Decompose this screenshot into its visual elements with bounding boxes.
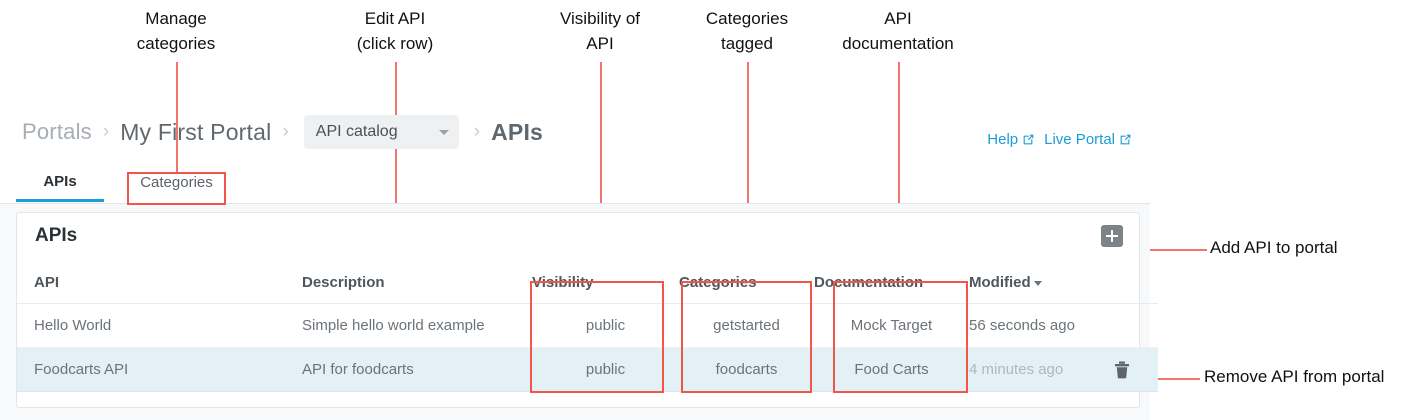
column-header-modified[interactable]: Modified [969,274,1158,304]
cell-modified: 4 minutes ago [969,347,1158,392]
top-links: Help Live Portal [987,131,1132,148]
column-header-categories[interactable]: Categories [679,274,814,304]
cell-categories: foodcarts [679,347,814,392]
tab-bar: APIs Categories [0,163,1150,204]
trash-icon[interactable] [1114,361,1130,379]
annotation-leader-line-visibility-of-api [600,62,602,280]
cell-modified-label: 4 minutes ago [969,361,1064,378]
annotation-leader-line-remove-api-from-portal [1118,378,1200,380]
annotation-label-visibility-of-api: Visibility of API [560,9,640,53]
tab-categories-label: Categories [140,174,213,191]
table-row[interactable]: Hello World Simple hello world example p… [17,303,1158,348]
annotation-leader-line-categories-tagged [747,62,749,280]
external-link-icon [1119,133,1132,146]
annotation-label-categories-tagged: Categories tagged [705,9,789,53]
breadcrumb-item-portals[interactable]: Portals [22,119,92,144]
cell-api: Hello World [17,303,302,348]
help-link-label: Help [987,131,1019,148]
cell-documentation: Food Carts [814,347,969,392]
live-portal-link[interactable]: Live Portal [1044,131,1132,148]
breadcrumb-item-apis: APIs [491,118,544,145]
sort-descending-icon [1033,280,1042,286]
api-catalog-select[interactable]: API catalog [303,115,459,149]
apis-table: API Description Visibility Categories Do… [17,274,1158,392]
cell-visibility: public [532,303,679,348]
column-header-api[interactable]: API [17,274,302,304]
cell-description: Simple hello world example [302,303,532,348]
cell-modified: 56 seconds ago [969,303,1158,348]
cell-modified-label: 56 seconds ago [969,317,1075,334]
tab-apis[interactable]: APIs [16,163,104,202]
cell-documentation: Mock Target [814,303,969,348]
breadcrumb: Portals › My First Portal › API catalog … [22,107,543,157]
table-row[interactable]: Foodcarts API API for foodcarts public f… [17,347,1158,392]
page-title: APIs [35,225,78,246]
live-portal-link-label: Live Portal [1044,131,1115,148]
column-header-description[interactable]: Description [302,274,532,304]
chevron-down-icon [438,129,449,135]
column-header-modified-label: Modified [969,274,1031,291]
annotation-leader-line-add-api-to-portal [1125,249,1207,251]
annotation-leader-line-api-documentation [898,62,900,280]
cell-api: Foodcarts API [17,347,302,392]
breadcrumb-separator: › [282,121,289,142]
add-api-button[interactable] [1101,225,1123,247]
external-link-icon [1022,133,1035,146]
cell-visibility: public [532,347,679,392]
column-header-visibility[interactable]: Visibility [532,274,679,304]
breadcrumb-separator: › [473,121,481,142]
portal-admin-app: Portals › My First Portal › API catalog … [0,105,1158,420]
annotation-label-remove-api-from-portal: Remove API from portal [1204,367,1385,386]
help-link[interactable]: Help [987,131,1035,148]
api-catalog-select-value: API catalog [315,123,398,140]
breadcrumb-row: Portals › My First Portal › API catalog … [0,105,1150,163]
cell-description: API for foodcarts [302,347,532,392]
table-header-row: API Description Visibility Categories Do… [17,274,1158,304]
annotation-label-manage-categories: Manage categories [136,9,216,53]
breadcrumb-separator: › [102,121,110,142]
tab-apis-label: APIs [43,172,77,190]
column-header-documentation[interactable]: Documentation [814,274,969,304]
apis-panel: APIs API Description Visibility Categori… [16,212,1158,408]
cell-categories: getstarted [679,303,814,348]
tab-categories[interactable]: Categories [129,163,224,202]
annotation-label-api-documentation: API documentation [842,9,954,53]
annotation-label-add-api-to-portal: Add API to portal [1210,238,1338,257]
annotation-leader-line-manage-categories [176,62,178,174]
content-area: APIs API Description Visibility Categori… [0,203,1158,420]
breadcrumb-item-my-first-portal[interactable]: My First Portal [120,118,272,145]
annotation-label-edit-api: Edit API (click row) [356,9,434,53]
plus-icon [1111,230,1113,242]
